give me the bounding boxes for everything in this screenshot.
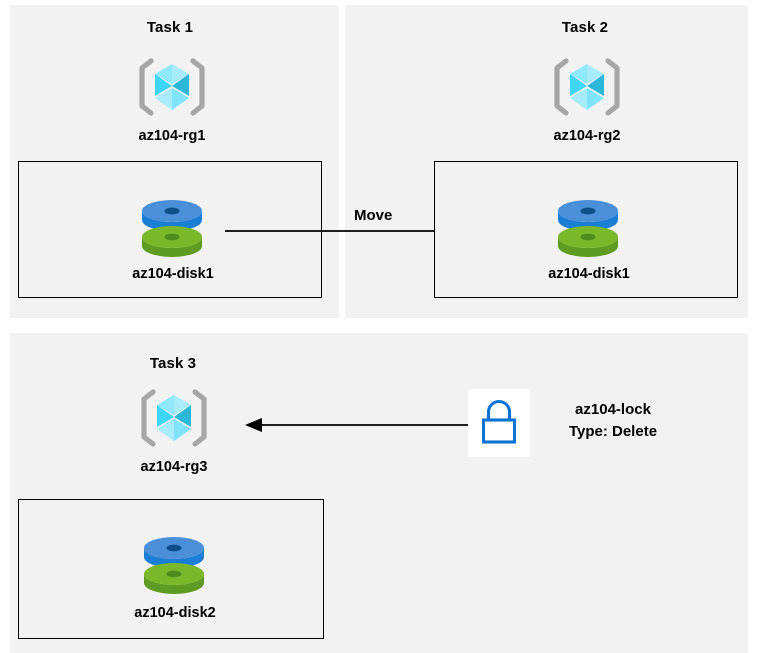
- resource-group-label-3: az104-rg3: [140, 459, 208, 475]
- managed-disk-icon: [558, 200, 618, 257]
- managed-disk-icon: [144, 537, 204, 594]
- resource-group-cube-icon: [554, 58, 620, 116]
- resource-group-label-1: az104-rg1: [138, 128, 206, 144]
- lock-tile: [468, 389, 530, 457]
- task-title-1: Task 1: [146, 19, 194, 36]
- disk-label-3: az104-disk2: [134, 605, 216, 621]
- disk-label-2: az104-disk1: [548, 266, 630, 282]
- padlock-icon: [481, 400, 517, 444]
- resource-group-cube-icon: [139, 58, 205, 116]
- managed-disk-icon: [142, 200, 202, 257]
- disk-label-1: az104-disk1: [132, 266, 214, 282]
- lock-type: Type: Delete: [568, 423, 658, 440]
- task-title-2: Task 2: [561, 19, 609, 36]
- resource-group-label-2: az104-rg2: [553, 128, 621, 144]
- lock-arrow: [245, 418, 470, 432]
- lock-caption: az104-lock Type: Delete: [538, 399, 688, 443]
- task-title-3: Task 3: [149, 355, 197, 372]
- lock-name: az104-lock: [575, 401, 651, 418]
- move-arrow-label: Move: [354, 207, 393, 224]
- resource-group-cube-icon: [141, 389, 207, 447]
